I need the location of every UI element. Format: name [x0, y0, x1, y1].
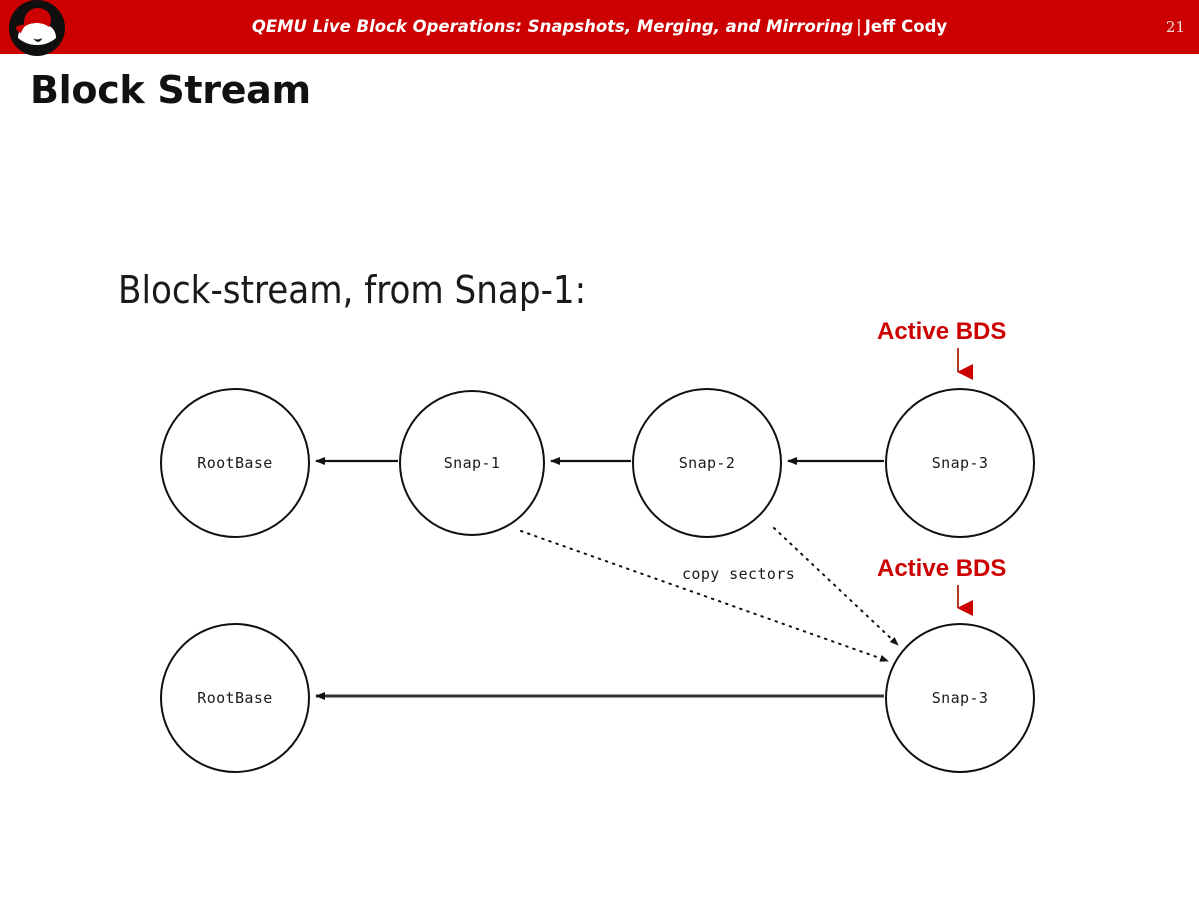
active-bds-label-bottom: Active BDS	[877, 555, 1007, 582]
presentation-title: QEMU Live Block Operations: Snapshots, M…	[0, 0, 1199, 54]
page-number: 21	[1165, 18, 1185, 36]
node-label: Snap-2	[678, 454, 736, 472]
node-top-snap1[interactable]: Snap-1	[399, 390, 545, 536]
presentation-author: Jeff Cody	[864, 17, 948, 36]
red-hat-shadowman-logo	[9, 0, 65, 56]
node-label: Snap-3	[931, 689, 989, 707]
node-bottom-rootbase[interactable]: RootBase	[160, 623, 310, 773]
copy-edge-from-snap2	[773, 527, 899, 646]
node-label: Snap-3	[931, 454, 989, 472]
slide-subtitle: Block-stream, from Snap-1:	[118, 268, 587, 312]
presentation-title-main: QEMU Live Block Operations: Snapshots, M…	[251, 17, 854, 36]
title-separator: |	[856, 17, 862, 36]
copy-edge-from-snap1	[520, 530, 889, 662]
node-top-rootbase[interactable]: RootBase	[160, 388, 310, 538]
active-bds-label-top: Active BDS	[877, 318, 1007, 345]
copy-sectors-label: copy sectors	[682, 565, 796, 583]
header-bar: QEMU Live Block Operations: Snapshots, M…	[0, 0, 1199, 56]
node-top-snap2[interactable]: Snap-2	[632, 388, 782, 538]
node-label: Snap-1	[443, 454, 501, 472]
node-label: RootBase	[197, 454, 273, 472]
node-label: RootBase	[197, 689, 273, 707]
node-top-snap3[interactable]: Snap-3	[885, 388, 1035, 538]
node-bottom-snap3[interactable]: Snap-3	[885, 623, 1035, 773]
page-title: Block Stream	[30, 68, 311, 112]
